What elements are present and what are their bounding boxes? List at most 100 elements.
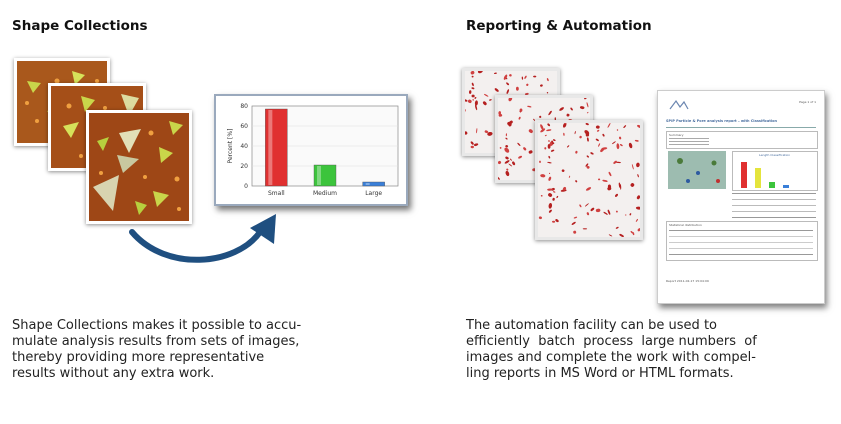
particle — [475, 104, 478, 111]
particle — [555, 219, 559, 223]
particle — [586, 102, 589, 108]
particle — [506, 168, 509, 171]
report-chart-title: Length Classification — [759, 153, 791, 157]
particle — [548, 140, 550, 142]
particle — [544, 134, 547, 137]
particle — [566, 145, 570, 148]
y-tick-label: 40 — [240, 143, 248, 150]
reporting-automation-heading: Reporting & Automation — [466, 18, 652, 34]
y-axis-label: Percent [%] — [227, 129, 234, 164]
particle — [533, 75, 537, 78]
particle — [504, 160, 510, 164]
particle — [546, 92, 549, 94]
particle — [506, 89, 510, 94]
x-tick-label: Large — [365, 190, 382, 197]
particle — [524, 75, 527, 79]
particle — [474, 96, 477, 99]
particle — [637, 124, 640, 129]
particle — [564, 123, 567, 124]
particle — [482, 101, 487, 106]
particle — [527, 105, 532, 108]
particle — [498, 160, 502, 165]
particle — [546, 129, 552, 132]
particle — [505, 156, 509, 160]
particle — [474, 100, 478, 106]
particle — [595, 138, 599, 142]
bar-small — [265, 108, 288, 187]
particle — [636, 195, 640, 200]
particle — [636, 162, 640, 168]
particle — [465, 109, 466, 113]
particle — [585, 187, 592, 191]
particle — [635, 206, 640, 210]
particle — [561, 169, 565, 173]
particle — [624, 214, 627, 216]
particle — [612, 141, 616, 145]
particle — [517, 142, 521, 146]
particle — [503, 74, 508, 80]
particle — [489, 99, 492, 101]
particle — [498, 111, 502, 115]
particle — [551, 140, 554, 143]
particle — [547, 123, 551, 127]
particle — [608, 234, 613, 237]
bar-highlight — [268, 110, 273, 185]
particle — [548, 209, 552, 213]
particle — [628, 142, 633, 149]
particle — [570, 107, 573, 111]
report-stats-box: Statistical distribution — [666, 221, 818, 261]
particle — [538, 216, 542, 220]
particle — [470, 145, 474, 149]
particle — [524, 92, 529, 96]
y-tick-label: 80 — [240, 103, 248, 110]
particle — [615, 226, 619, 229]
particle — [598, 143, 601, 147]
particle — [634, 139, 639, 142]
particle — [519, 108, 523, 112]
particle — [562, 186, 567, 191]
reporting-automation-description: The automation facility can be used to e… — [466, 318, 757, 381]
particle — [579, 135, 582, 139]
particle — [637, 174, 639, 178]
particle — [586, 155, 590, 158]
particle — [471, 87, 475, 90]
particle — [546, 78, 549, 82]
particle — [544, 147, 547, 150]
report-mini-table — [732, 191, 816, 218]
particle — [631, 164, 634, 170]
y-tick-label: 20 — [240, 163, 248, 170]
particle — [586, 111, 589, 114]
particle — [471, 75, 474, 78]
particle — [566, 113, 570, 117]
shape-collections-description: Shape Collections makes it possible to a… — [12, 318, 302, 381]
particle — [616, 143, 620, 150]
particle — [596, 129, 600, 132]
particle — [630, 231, 634, 234]
particle — [562, 123, 567, 128]
particle — [573, 230, 577, 234]
particle — [472, 99, 474, 101]
bar-medium — [313, 164, 337, 187]
particle — [547, 161, 552, 164]
particle — [498, 176, 500, 180]
particle — [515, 86, 519, 91]
particle — [590, 152, 594, 155]
particle — [540, 194, 543, 197]
particle — [548, 155, 551, 159]
particle — [505, 137, 508, 140]
particle — [540, 124, 544, 130]
particle — [619, 144, 623, 147]
particle — [494, 88, 499, 92]
particle — [548, 176, 552, 181]
particle — [586, 212, 590, 216]
particle — [547, 188, 553, 191]
particle — [508, 98, 513, 102]
particle — [573, 216, 578, 219]
bar-highlight — [365, 183, 370, 185]
particle — [595, 208, 601, 213]
particle — [484, 130, 489, 134]
particle — [552, 191, 556, 193]
particle — [471, 82, 474, 87]
report-logo-icon — [669, 99, 689, 110]
particle — [512, 161, 516, 166]
